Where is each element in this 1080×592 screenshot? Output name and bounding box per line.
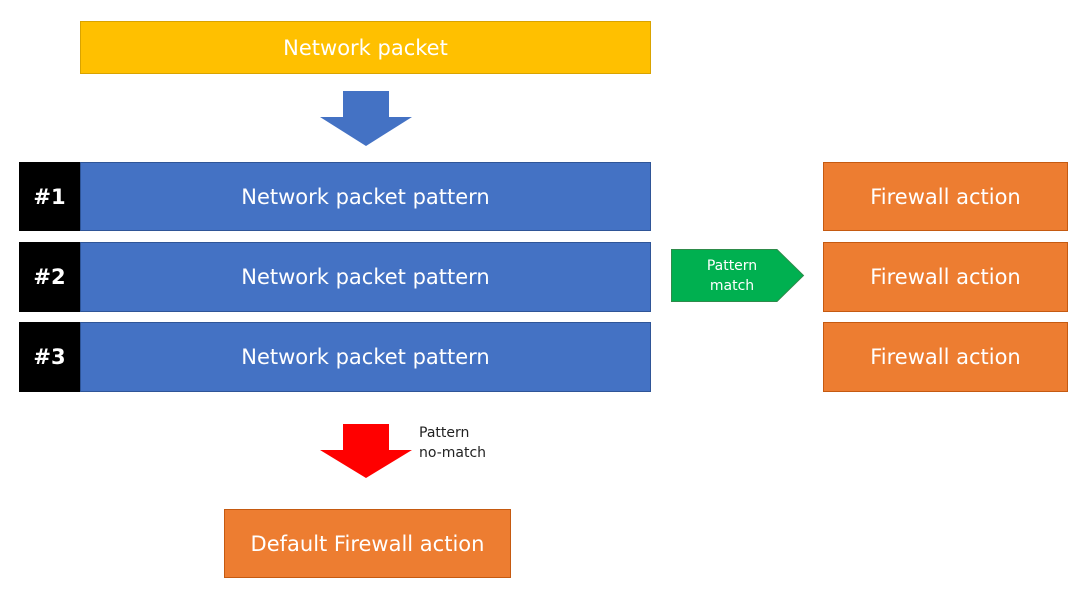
no-match-arrow-icon	[320, 424, 412, 478]
pattern-match-label: Pattern match	[676, 256, 788, 296]
firewall-action-3: Firewall action	[823, 322, 1068, 392]
rule-pattern-2: Network packet pattern	[80, 242, 651, 312]
rule-pattern-3: Network packet pattern	[80, 322, 651, 392]
rule-pattern-1: Network packet pattern	[80, 162, 651, 231]
pattern-match-arrow-icon	[671, 249, 805, 302]
rule-number-1: #1	[19, 162, 80, 231]
pattern-no-match-label: Pattern no-match	[419, 423, 486, 463]
pattern-match-line1: Pattern	[706, 258, 758, 274]
pattern-match-line2: match	[709, 278, 755, 294]
network-packet-box: Network packet	[80, 21, 651, 74]
down-arrow-icon	[320, 91, 412, 146]
pattern-no-match-line2: no-match	[419, 445, 487, 461]
firewall-action-2: Firewall action	[823, 242, 1068, 312]
rule-number-2: #2	[19, 242, 80, 312]
firewall-action-1: Firewall action	[823, 162, 1068, 231]
pattern-no-match-line1: Pattern	[419, 425, 470, 441]
rule-number-3: #3	[19, 322, 80, 392]
default-firewall-action-box: Default Firewall action	[224, 509, 511, 578]
